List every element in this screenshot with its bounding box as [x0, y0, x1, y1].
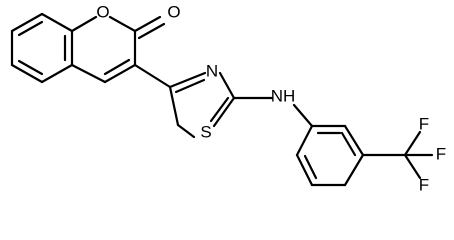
thiazole-sulfur-label: S	[200, 122, 211, 141]
carbonyl-oxygen-label: O	[167, 2, 180, 21]
fluorine-1-label: F	[419, 114, 429, 133]
trifluoromethyl-group	[361, 130, 434, 180]
amine-phenyl-bond	[292, 103, 314, 128]
amine-label: NH	[271, 86, 296, 105]
fluorine-3-label: F	[419, 175, 429, 194]
thiazole-nitrogen-label: N	[206, 61, 218, 80]
structure-canvas: O O N S NH F F F	[10, 2, 446, 194]
benzo-ring	[10, 12, 74, 84]
thiazole-ring	[168, 71, 236, 139]
coumarin-thiazole-bond	[133, 63, 172, 89]
chemical-structure: O O N S NH F F F	[10, 2, 446, 194]
ring-oxygen-label: O	[96, 2, 109, 21]
phenyl-ring	[295, 124, 365, 187]
fluorine-2-label: F	[436, 144, 446, 163]
pyranone-ring	[70, 15, 166, 84]
